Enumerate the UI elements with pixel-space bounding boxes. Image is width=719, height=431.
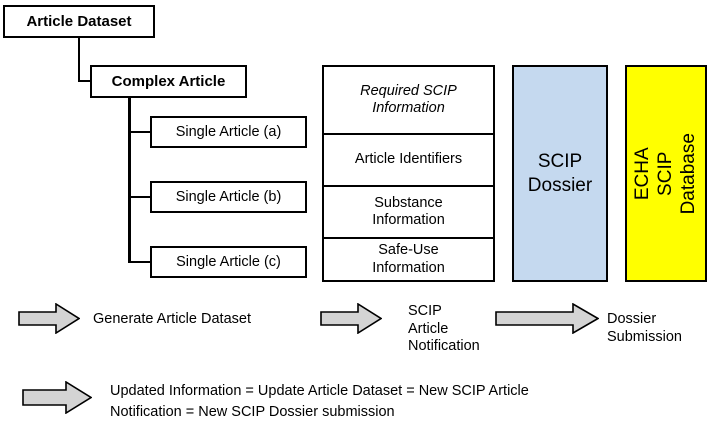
caption-generate-article-dataset: Generate Article Dataset bbox=[93, 311, 251, 327]
arrow-generate-article-dataset bbox=[18, 303, 80, 334]
node-single-article-c: Single Article (c) bbox=[150, 246, 307, 278]
scip-table-row-safe-use-information-label: Safe-Use Information bbox=[372, 242, 445, 276]
connector-branch-c bbox=[128, 261, 152, 263]
scip-table-row-article-identifiers-label: Article Identifiers bbox=[354, 151, 463, 168]
scip-table-row-article-identifiers: Article Identifiers bbox=[324, 135, 493, 187]
node-article-dataset: Article Dataset bbox=[3, 5, 155, 38]
arrow-updated-information bbox=[22, 381, 92, 414]
node-single-article-a-label: Single Article (a) bbox=[175, 123, 282, 140]
panel-scip-dossier: SCIP Dossier bbox=[512, 65, 608, 282]
caption-updated-information: Updated Information = Update Article Dat… bbox=[110, 383, 529, 420]
node-complex-article: Complex Article bbox=[90, 65, 247, 98]
node-single-article-c-label: Single Article (c) bbox=[176, 253, 281, 270]
caption-scip-article-notification: SCIP Article Notification bbox=[408, 303, 480, 355]
node-article-dataset-label: Article Dataset bbox=[26, 12, 132, 30]
arrow-scip-article-notification bbox=[320, 303, 382, 334]
connector-branch-a bbox=[128, 131, 152, 133]
panel-echa-scip-database-label: ECHA SCIP Database bbox=[632, 132, 700, 215]
panel-scip-dossier-label: SCIP Dossier bbox=[527, 151, 593, 196]
right-block-arrow-icon bbox=[22, 381, 92, 414]
caption-dossier-submission: Dossier Submission bbox=[607, 311, 682, 345]
panel-echa-scip-database: ECHA SCIP Database bbox=[625, 65, 707, 282]
right-block-arrow-icon bbox=[320, 303, 382, 334]
connector-root-vertical bbox=[78, 38, 80, 81]
node-single-article-b: Single Article (b) bbox=[150, 181, 307, 213]
connector-branch-b bbox=[128, 196, 152, 198]
arrow-dossier-submission bbox=[495, 303, 599, 334]
scip-table-row-safe-use-information: Safe-Use Information bbox=[324, 239, 493, 280]
scip-table-header-label: Required SCIP Information bbox=[360, 82, 457, 116]
node-complex-article-label: Complex Article bbox=[111, 72, 226, 90]
scip-table-row-substance-information-label: Substance Information bbox=[372, 194, 445, 228]
scip-table-header: Required SCIP Information bbox=[324, 67, 493, 135]
right-block-arrow-icon bbox=[18, 303, 80, 334]
right-block-arrow-icon bbox=[495, 303, 599, 334]
node-single-article-b-label: Single Article (b) bbox=[175, 188, 282, 205]
connector-root-horizontal bbox=[78, 80, 92, 82]
scip-information-table: Required SCIP Information Article Identi… bbox=[322, 65, 495, 282]
node-single-article-a: Single Article (a) bbox=[150, 116, 307, 148]
scip-table-row-substance-information: Substance Information bbox=[324, 187, 493, 239]
connector-complex-trunk bbox=[128, 98, 131, 262]
